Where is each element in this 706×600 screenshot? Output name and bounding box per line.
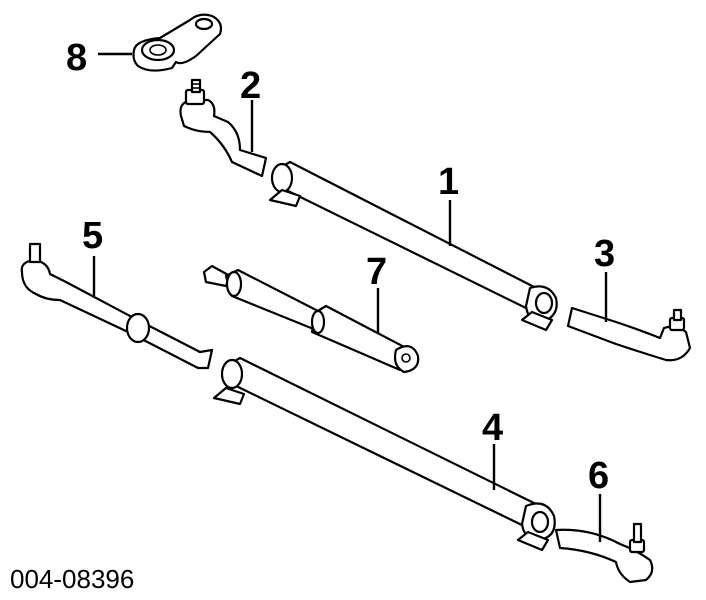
callout-8: 8 xyxy=(66,37,87,79)
part-2-tie-rod-end xyxy=(179,78,268,178)
part-5-tie-rod xyxy=(20,242,214,370)
part-6-tie-rod-end xyxy=(554,522,654,584)
part-7-steering-damper xyxy=(202,264,420,374)
part-4-tube xyxy=(212,356,556,552)
reference-number: 004-08396 xyxy=(10,564,134,594)
part-3-tie-rod-end xyxy=(566,306,692,362)
part-8-pitman-arm xyxy=(132,13,223,72)
callout-6: 6 xyxy=(588,455,609,497)
callout-2: 2 xyxy=(240,65,261,107)
callout-3: 3 xyxy=(594,233,615,275)
callout-5: 5 xyxy=(82,215,103,257)
callout-7: 7 xyxy=(366,251,387,293)
callout-1: 1 xyxy=(438,161,459,203)
part-1-tube xyxy=(268,160,558,332)
callout-4: 4 xyxy=(482,407,503,449)
